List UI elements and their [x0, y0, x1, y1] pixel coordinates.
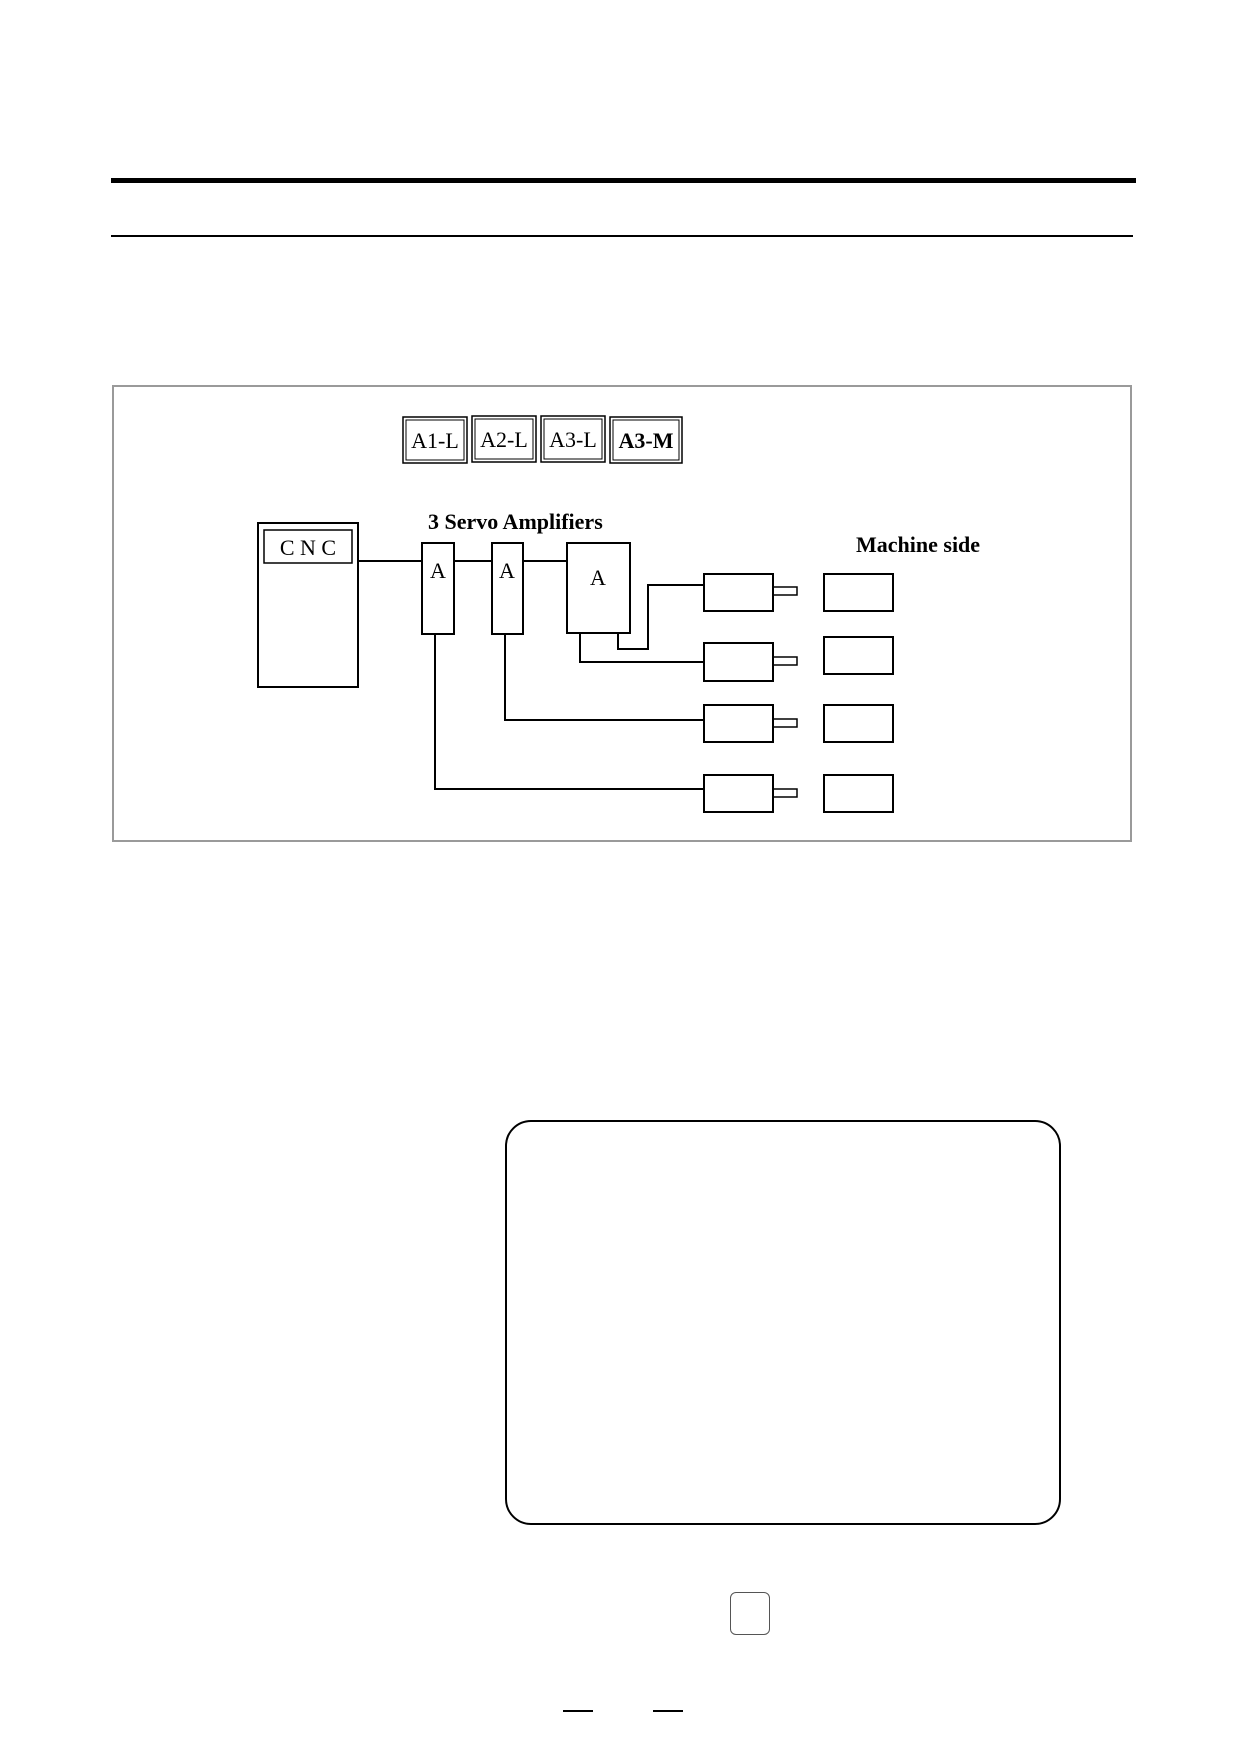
page-marker-box	[730, 1592, 770, 1635]
machine-axis-box-1	[823, 573, 894, 612]
machine-axis-box-3	[823, 704, 894, 743]
servo-connection-diagram: A1-L A2-L A3-L A3-M C N C 3 Servo Amplif…	[257, 415, 980, 813]
motor-1	[703, 573, 798, 612]
screen-panel	[505, 1120, 1061, 1525]
tag-a2-l: A2-L	[471, 415, 537, 463]
connection-lines	[358, 560, 704, 790]
footer-dash-left	[563, 1710, 593, 1712]
amplifier-letter: A	[590, 565, 606, 590]
machine-axis-box-2	[823, 636, 894, 675]
machine-side-label: Machine side	[856, 532, 980, 557]
amplifier-letter: A	[430, 558, 446, 583]
footer-dash-right	[653, 1710, 683, 1712]
amplifier-3: A	[566, 542, 631, 634]
motor-4	[703, 774, 798, 813]
amplifier-letter: A	[499, 558, 515, 583]
tag-label: A3-M	[619, 428, 674, 453]
motor-2	[703, 642, 798, 682]
header-rule-thin	[111, 235, 1133, 237]
cnc-label: C N C	[280, 535, 336, 560]
tag-label: A3-L	[549, 427, 597, 452]
tag-a3-l: A3-L	[540, 415, 606, 463]
tag-label: A1-L	[411, 428, 459, 453]
amplifier-2: A	[491, 542, 524, 635]
motor-3	[703, 704, 798, 743]
tag-a3-m: A3-M	[609, 416, 683, 464]
figure-frame	[112, 385, 1132, 842]
tag-a1-l: A1-L	[402, 416, 468, 464]
header-rule-thick	[111, 178, 1136, 183]
amplifier-1: A	[421, 542, 455, 635]
amplifiers-label: 3 Servo Amplifiers	[428, 509, 603, 534]
machine-axis-box-4	[823, 774, 894, 813]
cnc-unit: C N C	[257, 522, 359, 688]
tag-label: A2-L	[480, 427, 528, 452]
